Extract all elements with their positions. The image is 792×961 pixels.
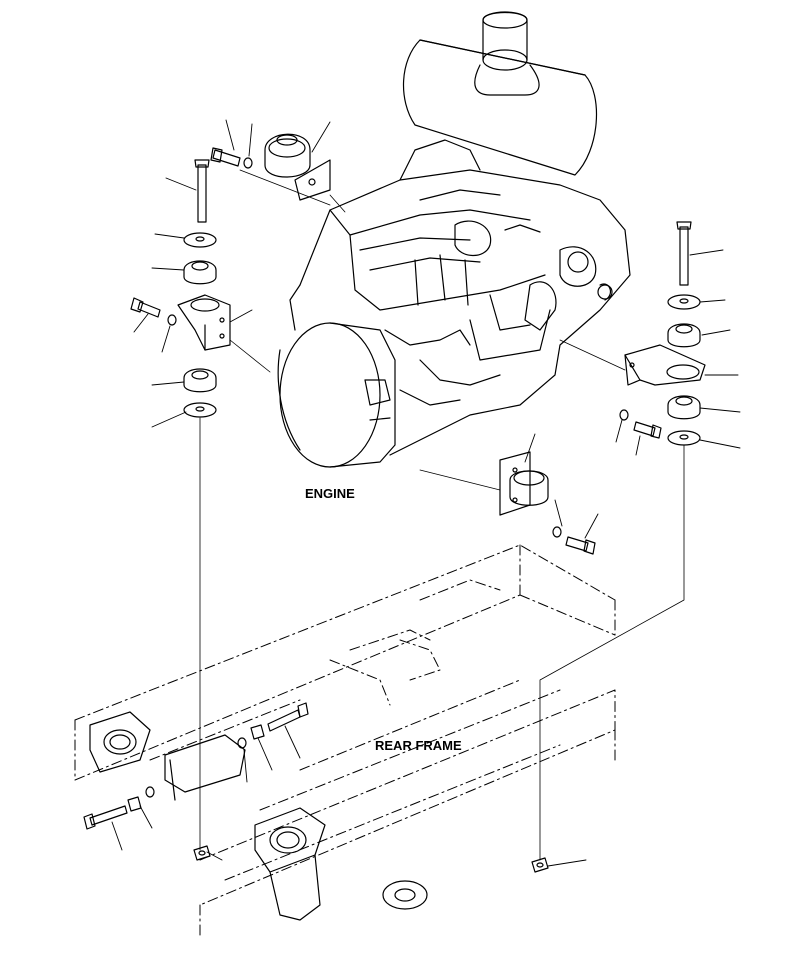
front-mount-bracket [499, 451, 549, 516]
left-rubber-bottom [183, 368, 217, 393]
engine-block [277, 139, 631, 468]
left-bracket-bolt [130, 297, 161, 318]
right-bracket-washer [619, 409, 629, 421]
left-rubber-top [183, 260, 217, 285]
center-long-bolt [267, 702, 309, 732]
bolt-top-1 [210, 147, 241, 167]
engine-label: ENGINE [305, 486, 355, 501]
washer-top-1 [243, 157, 253, 169]
left-bracket-washer [167, 314, 177, 326]
right-washer-bottom [667, 430, 701, 446]
bottom-left-bolt [83, 805, 128, 830]
left-washer-bottom [183, 402, 217, 418]
rear-frame [74, 544, 616, 936]
frame-mount-center [164, 734, 246, 801]
top-mount-bracket [264, 133, 331, 201]
muffler [403, 11, 598, 176]
right-bracket-bolt [633, 421, 662, 439]
front-bolt [565, 536, 596, 555]
center-nut [250, 724, 265, 740]
assembly-lines [199, 169, 685, 861]
right-bracket [624, 344, 706, 386]
square-nut-right [531, 857, 549, 873]
frame-mount-left [89, 711, 151, 773]
center-washer [237, 737, 247, 749]
right-rubber-top [667, 323, 701, 348]
bottom-left-washer [145, 786, 155, 798]
square-nut-left [193, 845, 211, 861]
right-rubber-bottom [667, 395, 701, 420]
frame-round-boss [382, 880, 428, 910]
right-washer-top [667, 294, 701, 310]
rear-frame-label: REAR FRAME [375, 738, 462, 753]
front-washer [552, 526, 562, 538]
right-vertical-bolt [676, 221, 692, 286]
leader-lines [111, 119, 741, 867]
bottom-left-nut [127, 796, 142, 812]
left-vertical-bolt [194, 159, 210, 223]
frame-mount-right [254, 807, 326, 921]
left-bracket [177, 294, 231, 351]
left-washer-top [183, 232, 217, 248]
